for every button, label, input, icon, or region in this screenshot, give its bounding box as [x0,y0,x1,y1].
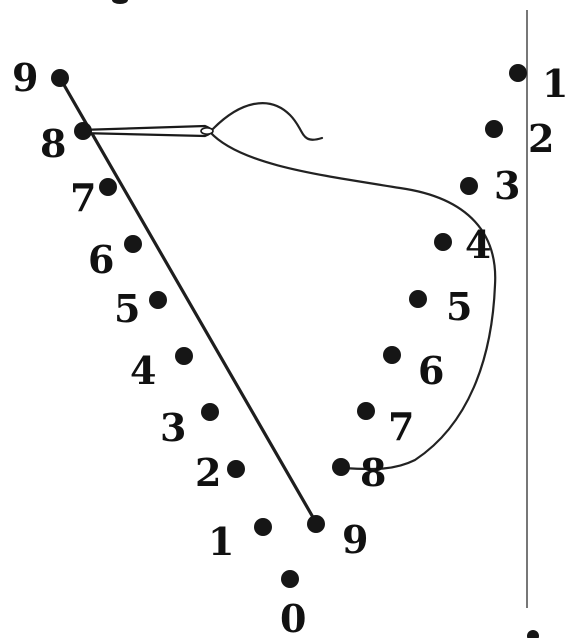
top-partial-dot [112,0,128,4]
left-dot-3 [201,403,219,421]
right-dot-6 [383,346,401,364]
bottom-dot-0 [281,570,299,588]
left-label-9: 9 [12,55,38,100]
left-label-3: 3 [160,405,186,450]
left-label-1: 1 [208,519,234,564]
right-label-8: 8 [360,450,386,495]
right-label-1: 1 [542,61,565,106]
right-label-3: 3 [494,163,520,208]
right-dot-8 [332,458,350,476]
left-label-2: 2 [195,450,221,495]
left-dot-2 [227,460,245,478]
left-label-4: 4 [130,348,156,393]
needle-icon [80,126,213,136]
right-label-7: 7 [388,404,414,449]
right-label-5: 5 [446,284,472,329]
right-dot-4 [434,233,452,251]
left-dot-9 [51,69,69,87]
left-dot-1 [254,518,272,536]
right-dot-3 [460,177,478,195]
left-dot-6 [124,235,142,253]
left-label-8: 8 [40,121,66,166]
right-label-9: 9 [342,517,368,562]
bottom-label-0: 0 [280,596,306,638]
left-dot-5 [149,291,167,309]
right-dot-7 [357,402,375,420]
right-dot-2 [485,120,503,138]
left-label-7: 7 [70,175,96,220]
left-dot-8 [74,122,92,140]
right-label-4: 4 [465,222,491,267]
right-dot-1 [509,64,527,82]
right-label-6: 6 [418,348,444,393]
right-dot-9 [307,515,325,533]
left-label-6: 6 [88,237,114,282]
bottom-right-partial-dot [527,630,539,638]
left-dot-7 [99,178,117,196]
left-label-5: 5 [114,286,140,331]
left-dot-4 [175,347,193,365]
right-label-2: 2 [528,116,554,161]
stitch-line [60,78,318,526]
right-dot-5 [409,290,427,308]
